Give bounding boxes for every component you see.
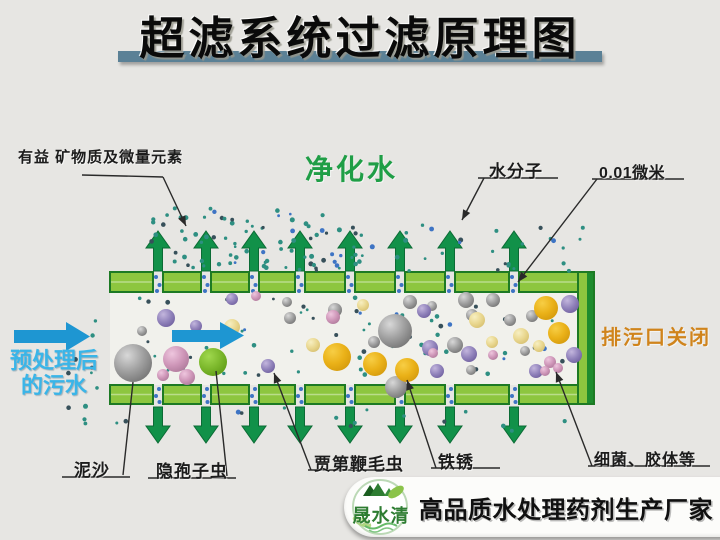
green-up-arrow-icon xyxy=(241,230,267,272)
particle-gray xyxy=(466,365,476,375)
label-feed-line2: 的污水 xyxy=(20,373,87,399)
membrane-bottom xyxy=(109,384,579,405)
particle-gray xyxy=(403,295,417,309)
membrane-top xyxy=(109,271,579,293)
logo-text: 晟水清 xyxy=(352,506,410,526)
particle-purple xyxy=(190,320,202,332)
green-down-arrow-icon xyxy=(501,406,527,444)
particle-pink xyxy=(553,363,563,373)
label-cryptosporidium: 隐孢子虫 xyxy=(156,462,228,481)
particle-pale xyxy=(486,336,498,348)
particle-pale xyxy=(306,338,320,352)
green-down-arrow-icon xyxy=(241,406,267,444)
particle-pale xyxy=(357,299,369,311)
label-giardia: 贾第鞭毛虫 xyxy=(314,455,404,474)
green-down-arrow-icon xyxy=(437,406,463,444)
particle-purple xyxy=(226,293,238,305)
particle-yellow xyxy=(363,352,387,376)
particle-pale xyxy=(513,328,529,344)
green-down-arrow-icon xyxy=(387,406,413,444)
particle-gray xyxy=(447,337,463,353)
particle-pink xyxy=(428,348,438,358)
water-molecule-dots xyxy=(66,206,585,433)
label-sediment: 泥沙 xyxy=(74,461,110,480)
particle-yellow xyxy=(534,296,558,320)
contaminant-particles xyxy=(114,291,582,398)
particle-pink xyxy=(251,291,261,301)
logo-art-icon xyxy=(352,479,408,535)
particle-gray xyxy=(282,297,292,307)
particle-gray xyxy=(458,292,474,308)
green-up-arrow-icon xyxy=(337,230,363,272)
permeate-down-arrows xyxy=(145,406,527,444)
company-name: 高品质水处理药剂生产厂家 xyxy=(419,496,713,524)
particle-gray xyxy=(520,346,530,356)
particle-pale xyxy=(533,340,545,352)
green-down-arrow-icon xyxy=(145,406,171,444)
blue-right-arrow-icon xyxy=(172,322,244,349)
green-down-arrow-icon xyxy=(193,406,219,444)
green-up-arrow-icon xyxy=(501,230,527,272)
logo: 晟水清 xyxy=(349,478,411,536)
particle-yellow xyxy=(323,343,351,371)
particle-purple xyxy=(461,346,477,362)
drain-end-cap xyxy=(577,271,595,405)
title-underline-bar xyxy=(118,51,602,62)
particle-green xyxy=(199,348,227,376)
blue-right-arrow-icon xyxy=(14,322,90,351)
footer-banner: 晟水清 高品质水处理药剂生产厂家 xyxy=(344,477,720,537)
particle-purple xyxy=(157,309,175,327)
particle-purple xyxy=(561,295,579,313)
particle-pink xyxy=(540,366,550,376)
green-up-arrow-icon xyxy=(387,230,413,272)
particle-pink xyxy=(326,310,340,324)
label-bacteria: 细菌、胶体等 xyxy=(594,452,697,469)
label-minerals: 有益 矿物质及微量元素 xyxy=(18,149,184,166)
particle-purple xyxy=(261,359,275,373)
green-up-arrow-icon xyxy=(145,230,171,272)
particle-purple xyxy=(430,364,444,378)
green-up-arrow-icon xyxy=(193,230,219,272)
label-water-molecule: 水分子 xyxy=(489,162,543,181)
particle-pink xyxy=(157,369,169,381)
particle-gray xyxy=(284,312,296,324)
label-rust: 铁锈 xyxy=(438,453,474,472)
green-down-arrow-icon xyxy=(287,406,313,444)
particle-gray xyxy=(385,376,407,398)
particle-gray xyxy=(378,314,412,348)
particle-gray xyxy=(137,326,147,336)
particle-purple xyxy=(566,347,582,363)
page-title: 超滤系统过滤原理图 xyxy=(139,13,581,64)
particle-pink xyxy=(488,350,498,360)
particle-gray xyxy=(526,310,538,322)
label-purified-water: 净化水 xyxy=(305,154,399,185)
particle-purple xyxy=(417,304,431,318)
particle-gray xyxy=(486,293,500,307)
label-pore-size: 0.01微米 xyxy=(599,165,666,182)
particle-pink xyxy=(544,356,556,368)
particle-purple xyxy=(529,364,543,378)
green-up-arrow-icon xyxy=(437,230,463,272)
feed-flow-arrows xyxy=(14,322,244,351)
label-drain-closed: 排污口关闭 xyxy=(601,327,711,349)
particle-gray xyxy=(114,344,152,382)
particle-yellow xyxy=(395,358,419,382)
callout-leader-lines xyxy=(62,174,710,479)
particle-pink xyxy=(179,369,195,385)
particle-yellow xyxy=(548,322,570,344)
particle-gray xyxy=(368,336,380,348)
particle-gray xyxy=(504,314,516,326)
label-feed-line1: 预处理后 xyxy=(9,348,98,373)
label-feed-water: 预处理后 的污水 xyxy=(2,348,106,399)
particle-pale xyxy=(469,312,485,328)
particle-pink xyxy=(163,346,189,372)
